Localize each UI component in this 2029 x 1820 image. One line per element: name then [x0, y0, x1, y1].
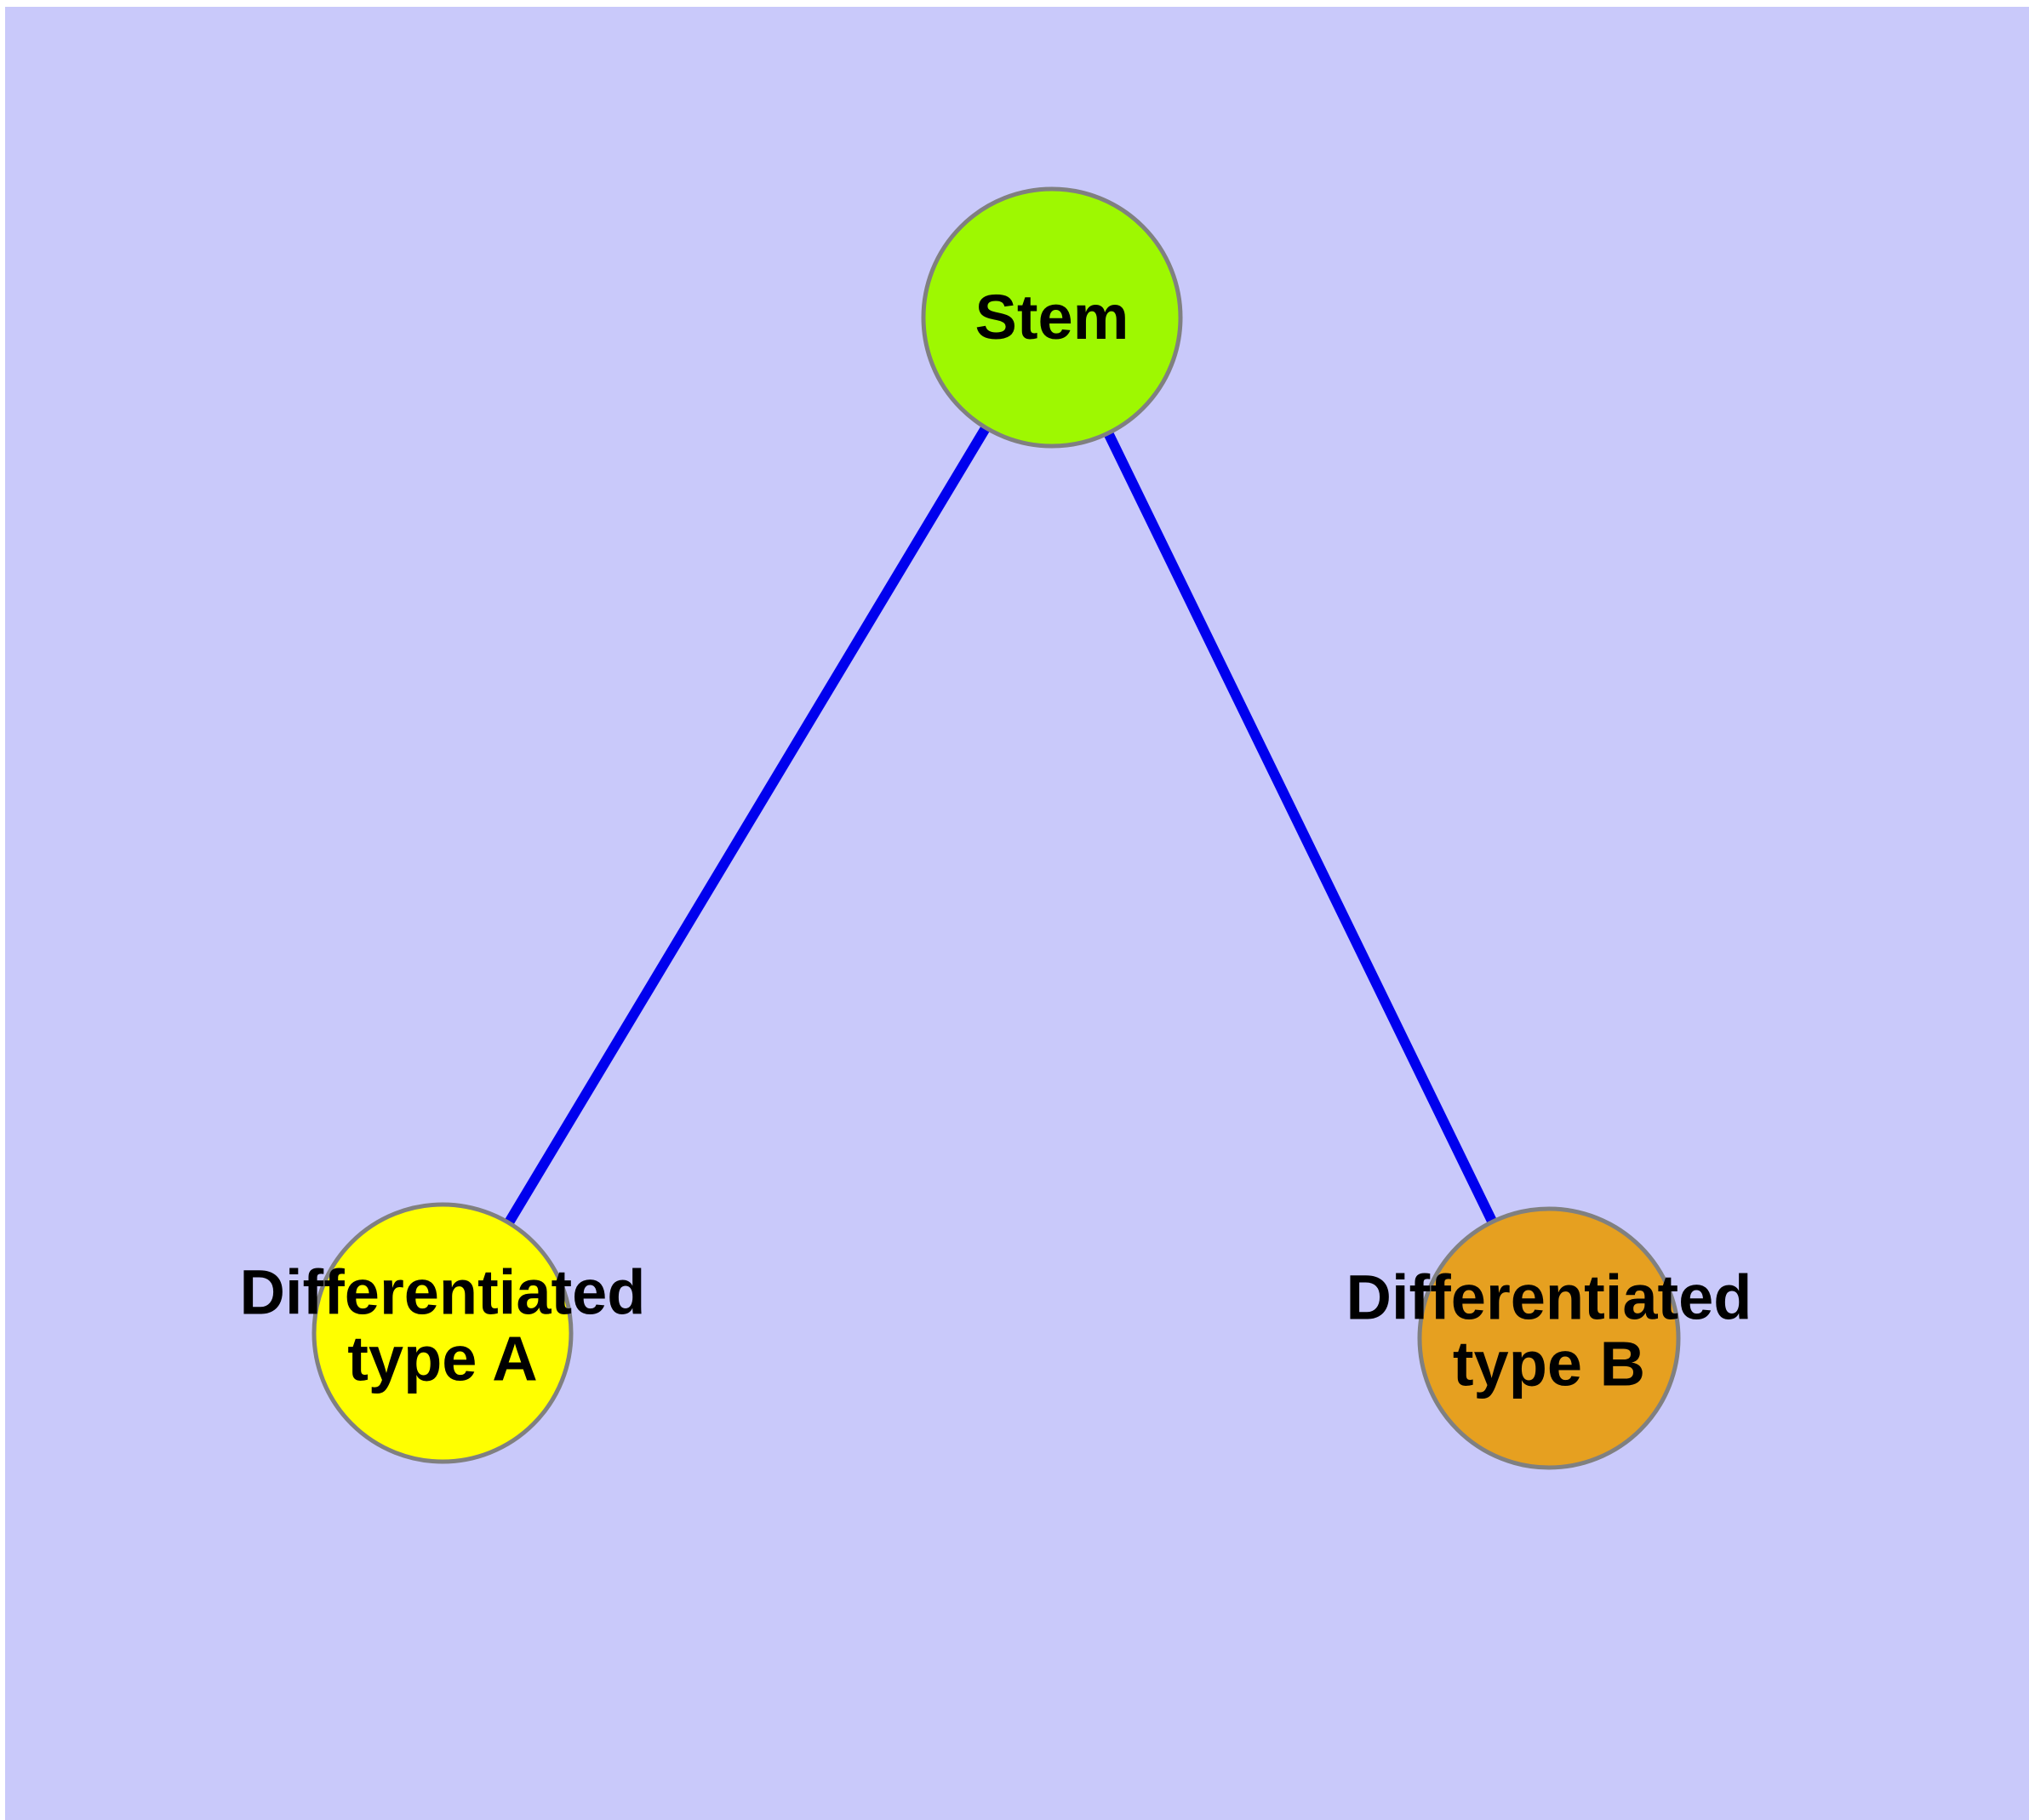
edge-layer: [437, 314, 1554, 1341]
node-differentiated-type-b[interactable]: [1417, 1206, 1681, 1470]
plot-area: Stem Differentiated type A Differentiate…: [5, 7, 2029, 1820]
node-layer: [311, 186, 1681, 1470]
node-differentiated-type-a[interactable]: [311, 1202, 574, 1464]
graph-svg: [311, 186, 1681, 1470]
node-stem[interactable]: [921, 186, 1183, 449]
edge-stem-to-differentiated-type-b: [1047, 315, 1554, 1341]
edge-stem-to-differentiated-type-a: [437, 314, 1057, 1336]
